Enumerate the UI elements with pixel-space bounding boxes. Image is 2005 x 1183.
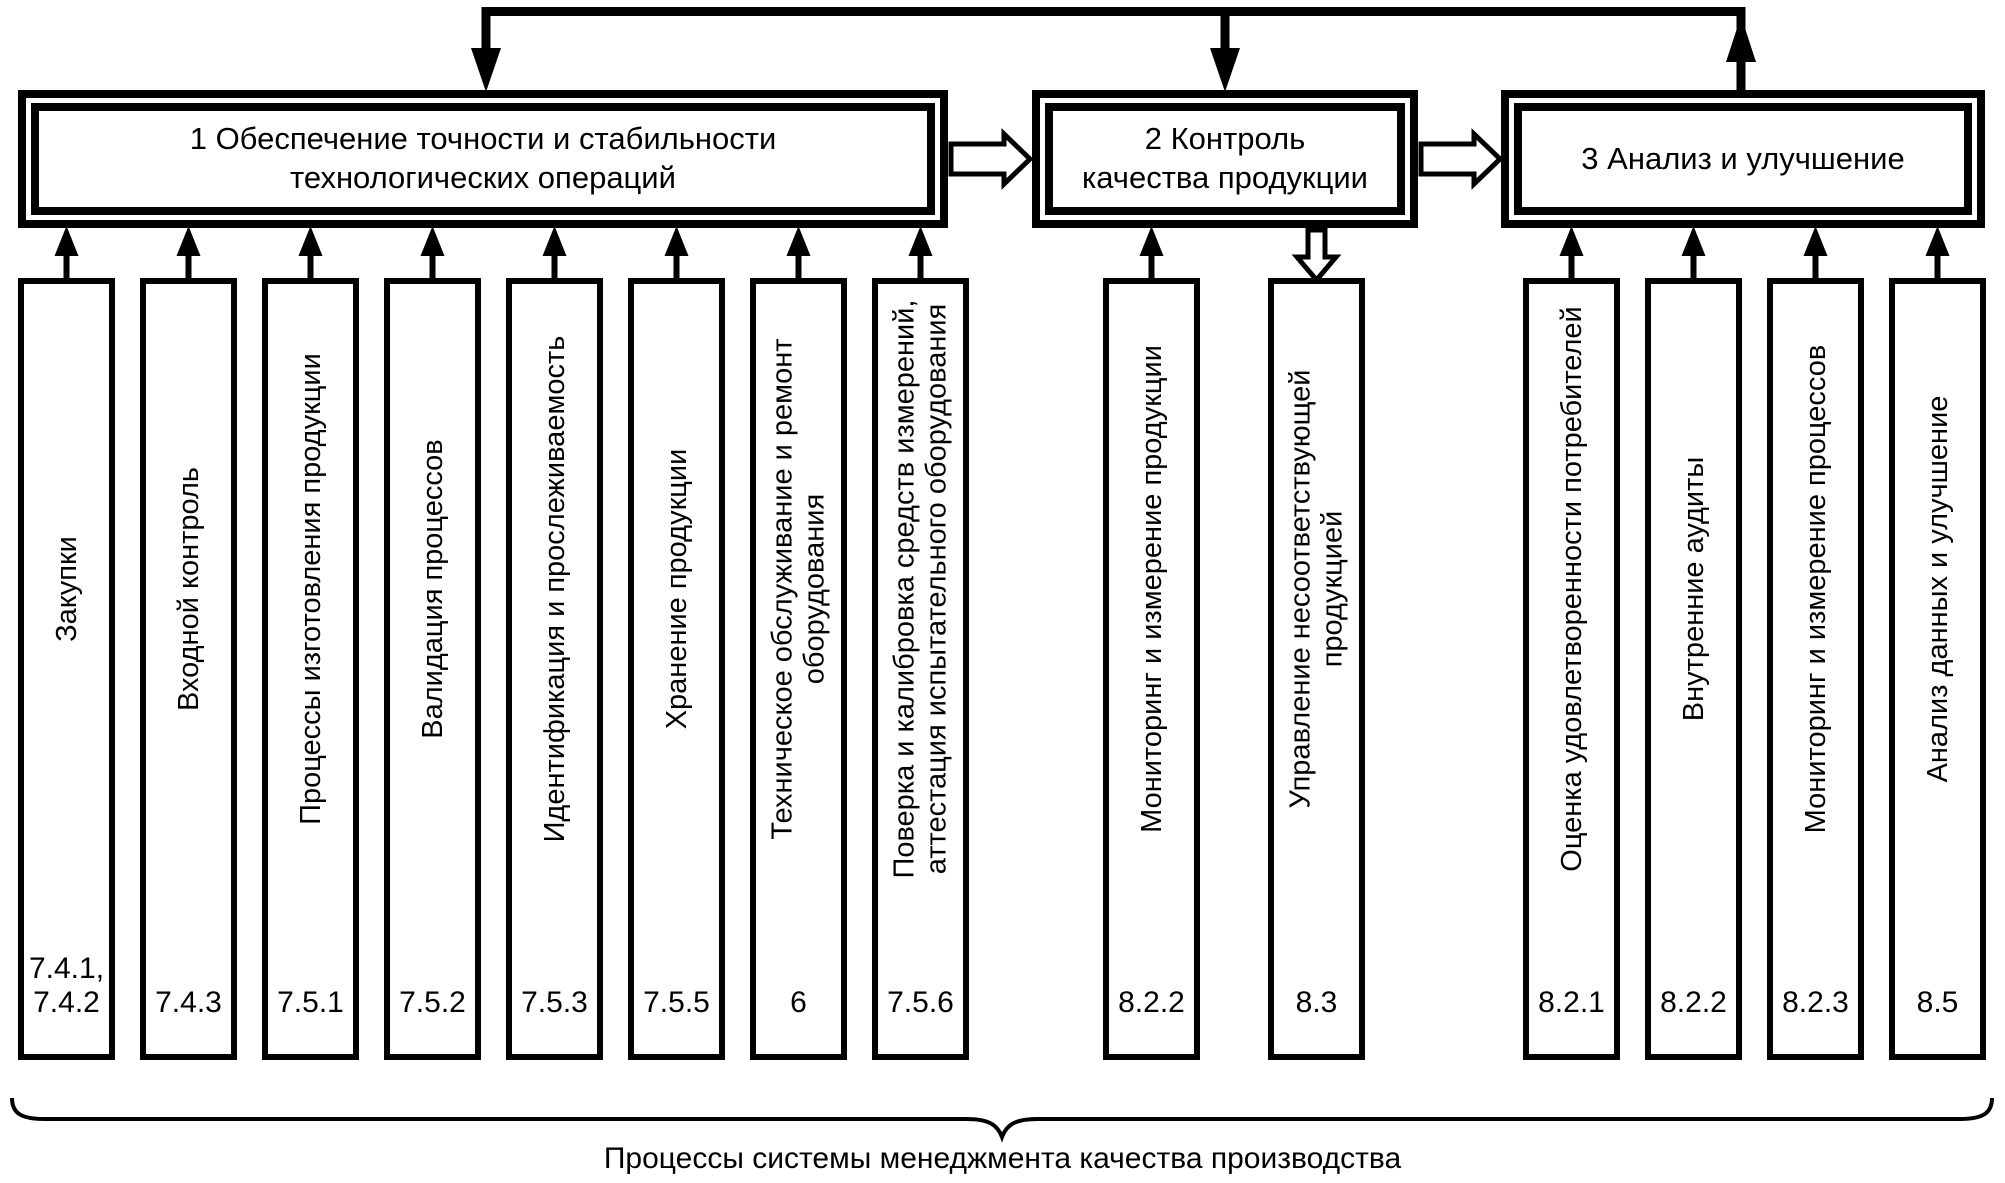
process-clause-number: 8.5 [1916,986,1959,1020]
process-column: Входной контроль 7.4.3 [140,278,237,1060]
process-column: Поверка и калибровка средств измерений, … [872,278,969,1060]
process-clause-number: 7.4.1, 7.4.2 [28,952,105,1020]
arrow-up-head-icon [54,226,79,256]
bottom-brace [10,1097,1994,1143]
process-column: Процессы изготовления продукции 7.5.1 [262,278,359,1060]
process-column-label-area: Валидация процессов [390,284,475,894]
arrow-up-head-icon [298,226,323,256]
process-column: Оценка удовлетворенности потребителей 8.… [1523,278,1620,1060]
process-column: Мониторинг и измерение продукции 8.2.2 [1103,278,1200,1060]
process-column-label: Мониторинг и измерение продукции [1135,345,1168,833]
process-column-label-area: Техническое обслуживание и ремонт оборуд… [756,284,841,894]
arrow-up-head-icon [908,226,933,256]
process-column-label: Техническое обслуживание и ремонт оборуд… [766,338,831,840]
process-clause-number: 7.5.1 [277,986,344,1020]
main-box-2-frame: 2 Контроль качества продукции [1045,103,1405,215]
arrow-down-into-box2-icon [1210,48,1240,92]
arrow-down-into-box1-icon [471,48,501,92]
main-box-3-frame: 3 Анализ и улучшение [1514,103,1972,215]
process-clause-number: 8.2.3 [1782,986,1849,1020]
process-column: Управление несоответствующей продукцией … [1268,278,1365,1060]
process-column-label-area: Мониторинг и измерение процессов [1773,284,1858,894]
process-column: Внутренние аудиты 8.2.2 [1645,278,1742,1060]
process-clause-number: 7.5.6 [887,986,954,1020]
arrow-up-head-icon [1681,226,1706,256]
main-box-1-frame: 1 Обеспечение точности и стабильности те… [31,103,935,215]
process-column-label-area: Входной контроль [146,284,231,894]
process-clause-number: 7.5.5 [643,986,710,1020]
column-arrows-layer [54,226,1950,284]
arrow-up-head-icon [1559,226,1584,256]
process-column: Идентификация и прослеживаемость 7.5.3 [506,278,603,1060]
arrow-up-head-icon [1925,226,1950,256]
process-column-label-area: Внутренние аудиты [1651,284,1736,894]
process-column-label: Поверка и калибровка средств измерений, … [888,299,953,879]
feedback-loop-line [481,7,1746,58]
main-box-3-label: 3 Анализ и улучшение [1581,140,1905,176]
process-column-label: Мониторинг и измерение процессов [1799,344,1832,834]
process-column-label-area: Процессы изготовления продукции [268,284,353,894]
arrow-up-from-box3-icon [1726,16,1756,62]
main-box-3: 3 Анализ и улучшение [1501,90,1985,228]
arrow-up-head-icon [542,226,567,256]
process-column: Мониторинг и измерение процессов 8.2.3 [1767,278,1864,1060]
process-column: Анализ данных и улучшение 8.5 [1889,278,1986,1060]
flow-arrow-box1-to-box2-icon [948,128,1034,190]
process-clause-number: 7.5.3 [521,986,588,1020]
process-column-label-area: Управление несоответствующей продукцией [1274,284,1359,894]
process-column-label-area: Закупки [24,284,109,894]
main-box-1: 1 Обеспечение точности и стабильности те… [18,90,948,228]
process-column: Техническое обслуживание и ремонт оборуд… [750,278,847,1060]
process-column-label-area: Идентификация и прослеживаемость [512,284,597,894]
process-column-label-area: Мониторинг и измерение продукции [1109,284,1194,894]
main-box-1-label: 1 Обеспечение точности и стабильности те… [189,121,777,195]
arrow-up-head-icon [786,226,811,256]
process-column: Хранение продукции 7.5.5 [628,278,725,1060]
process-column-label-area: Хранение продукции [634,284,719,894]
process-clause-number: 6 [790,986,807,1020]
process-clause-number: 8.2.2 [1118,986,1185,1020]
process-column-label: Оценка удовлетворенности потребителей [1555,306,1588,872]
process-column-label: Идентификация и прослеживаемость [538,335,571,843]
process-column-label-area: Поверка и калибровка средств измерений, … [878,284,963,894]
process-column-label: Управление несоответствующей продукцией [1284,369,1349,809]
process-column-label-area: Оценка удовлетворенности потребителей [1529,284,1614,894]
flow-arrow-box2-to-box3-icon [1418,128,1504,190]
process-column: Валидация процессов 7.5.2 [384,278,481,1060]
process-column-label: Внутренние аудиты [1677,456,1710,722]
arrow-up-head-icon [176,226,201,256]
process-column-label: Анализ данных и улучшение [1921,395,1954,783]
process-column-label: Закупки [50,536,83,642]
process-column: Закупки 7.4.1, 7.4.2 [18,278,115,1060]
process-clause-number: 8.2.2 [1660,986,1727,1020]
diagram-caption: Процессы системы менеджмента качества пр… [603,1142,1402,1175]
process-clause-number: 8.2.1 [1538,986,1605,1020]
process-clause-number: 7.5.2 [399,986,466,1020]
arrow-down-hollow-icon [1291,227,1342,284]
main-box-2-label: 2 Контроль качества продукции [1082,121,1368,195]
arrow-up-head-icon [664,226,689,256]
arrow-up-head-icon [1139,226,1164,256]
process-column-label: Хранение продукции [660,448,693,730]
process-clause-number: 8.3 [1295,986,1338,1020]
process-column-label: Процессы изготовления продукции [294,353,327,825]
process-column-label: Входной контроль [172,466,205,712]
process-column-label-area: Анализ данных и улучшение [1895,284,1980,894]
main-box-2: 2 Контроль качества продукции [1032,90,1418,228]
arrow-up-head-icon [420,226,445,256]
process-clause-number: 7.4.3 [155,986,222,1020]
arrow-up-head-icon [1803,226,1828,256]
process-column-label: Валидация процессов [416,439,449,739]
